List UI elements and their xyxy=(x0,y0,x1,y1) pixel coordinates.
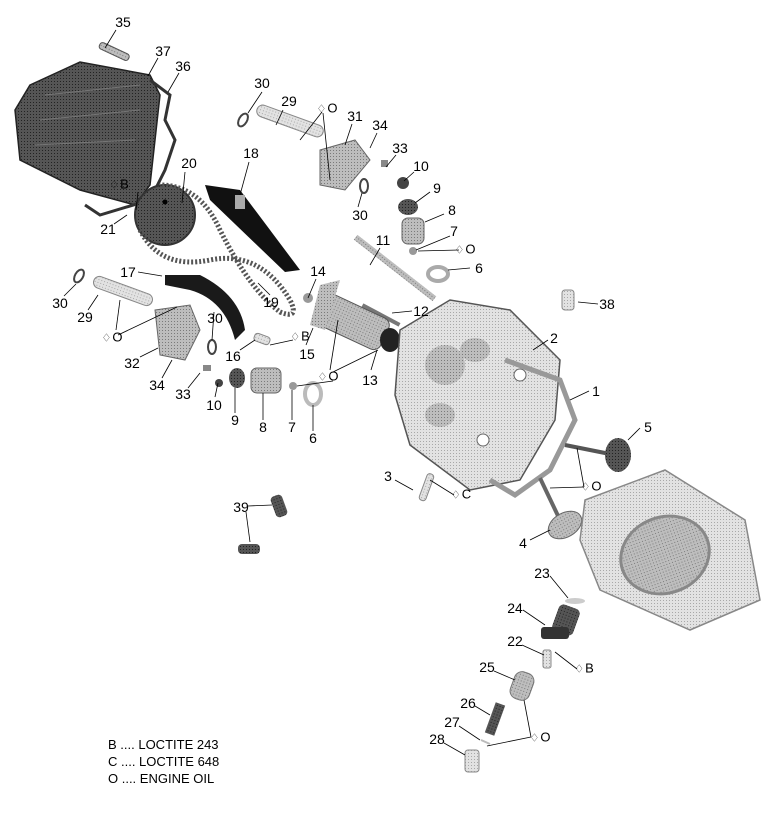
callout-23: 23 xyxy=(534,565,550,581)
callout-4: 4 xyxy=(519,535,527,551)
callout-33: 33 xyxy=(175,386,191,402)
cylinder-block xyxy=(579,469,761,631)
callout-30: 30 xyxy=(207,310,223,326)
drop-icon: ♢ xyxy=(529,732,540,745)
symbol-b: ♢B xyxy=(574,660,594,676)
callout-33: 33 xyxy=(392,140,408,156)
valve-cover-gasket xyxy=(84,78,177,217)
cylinder-head xyxy=(394,299,561,491)
tensioner-housing xyxy=(541,604,580,639)
callout-27: 27 xyxy=(444,714,460,730)
rocker-shaft xyxy=(256,104,324,138)
drop-icon: ♢ xyxy=(316,103,327,116)
leader-lines xyxy=(63,29,641,756)
callout-7: 7 xyxy=(450,223,458,239)
callout-7: 7 xyxy=(288,419,296,435)
callout-12: 12 xyxy=(413,303,429,319)
callout-8: 8 xyxy=(448,202,456,218)
callout-39: 39 xyxy=(233,499,249,515)
callout-29: 29 xyxy=(281,93,297,109)
drop-icon: ♢ xyxy=(454,244,465,257)
head-gasket xyxy=(488,357,578,498)
long-bolt xyxy=(361,303,401,327)
callout-9: 9 xyxy=(231,412,239,428)
drop-icon: ♢ xyxy=(109,179,120,192)
valve-cover xyxy=(14,61,161,206)
callout-35: 35 xyxy=(115,14,131,30)
callout-1: 1 xyxy=(592,383,600,399)
legend: B .... LOCTITE 243 C .... LOCTITE 648 O … xyxy=(108,736,219,787)
callout-30: 30 xyxy=(352,207,368,223)
callout-20: 20 xyxy=(181,155,197,171)
drop-icon: ♢ xyxy=(574,663,585,676)
callout-26: 26 xyxy=(460,695,476,711)
symbol-o: ♢O xyxy=(529,729,551,745)
rocker-arm xyxy=(154,304,201,361)
symbol-c: ♢C xyxy=(450,486,472,502)
timing-chain xyxy=(137,182,296,317)
callout-13: 13 xyxy=(362,372,378,388)
callout-32: 32 xyxy=(124,355,140,371)
callout-37: 37 xyxy=(155,43,171,59)
callout-16: 16 xyxy=(225,348,241,364)
symbol-o: ♢O xyxy=(580,478,602,494)
legend-item-b: B .... LOCTITE 243 xyxy=(108,737,219,752)
drop-icon: ♢ xyxy=(290,331,301,344)
callout-3: 3 xyxy=(384,468,392,484)
drop-icon: ♢ xyxy=(450,489,461,502)
symbol-b: ♢B xyxy=(290,328,310,344)
callout-38: 38 xyxy=(599,296,615,312)
symbol-o: ♢O xyxy=(317,368,339,384)
callout-34: 34 xyxy=(372,117,388,133)
legend-item-o: O .... ENGINE OIL xyxy=(108,771,215,786)
rocker-arm xyxy=(319,139,371,191)
callout-6: 6 xyxy=(475,260,483,276)
camshaft xyxy=(316,293,400,352)
callout-10: 10 xyxy=(413,158,429,174)
chain-guide xyxy=(205,185,300,272)
callout-17: 17 xyxy=(120,264,136,280)
callout-25: 25 xyxy=(479,659,495,675)
callout-8: 8 xyxy=(259,419,267,435)
callout-5: 5 xyxy=(644,419,652,435)
callout-6: 6 xyxy=(309,430,317,446)
callout-18: 18 xyxy=(243,145,259,161)
symbol-o: ♢O xyxy=(316,100,338,116)
cam-sprocket xyxy=(134,184,196,246)
symbol-o: ♢O xyxy=(454,241,476,257)
callout-11: 11 xyxy=(375,232,391,248)
callout-24: 24 xyxy=(507,600,523,616)
symbol-b: ♢B xyxy=(109,176,129,192)
long-bolt xyxy=(353,234,437,302)
callout-29: 29 xyxy=(77,309,93,325)
callout-34: 34 xyxy=(149,377,165,393)
callout-10: 10 xyxy=(206,397,222,413)
callout-28: 28 xyxy=(429,731,445,747)
tensioner-guide xyxy=(165,275,245,340)
callout-30: 30 xyxy=(52,295,68,311)
callout-30: 30 xyxy=(254,75,270,91)
callout-36: 36 xyxy=(175,58,191,74)
callout-19: 19 xyxy=(263,294,279,310)
callout-22: 22 xyxy=(507,633,523,649)
callout-21: 21 xyxy=(100,221,116,237)
callout-15: 15 xyxy=(299,346,315,362)
drop-icon: ♢ xyxy=(101,332,112,345)
callout-2: 2 xyxy=(550,330,558,346)
cover-bolt xyxy=(98,42,130,61)
legend-item-c: C .... LOCTITE 648 xyxy=(108,754,220,769)
callout-9: 9 xyxy=(433,180,441,196)
drop-icon: ♢ xyxy=(580,481,591,494)
callout-14: 14 xyxy=(310,263,326,279)
rocker-shaft xyxy=(93,275,153,307)
callout-31: 31 xyxy=(347,108,363,124)
drop-icon: ♢ xyxy=(317,371,328,384)
symbol-o: ♢O xyxy=(101,329,123,345)
